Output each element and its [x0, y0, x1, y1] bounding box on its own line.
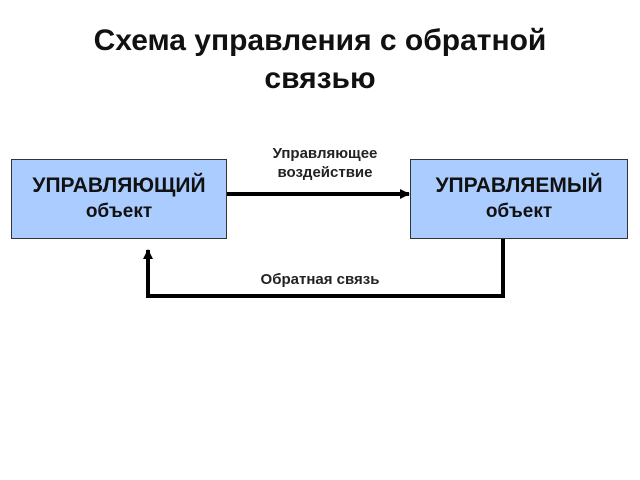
controlled-box: УПРАВЛЯЕМЫЙ объект — [410, 159, 628, 239]
page-title: Схема управления с обратной связью — [0, 22, 640, 98]
control-action-label: Управляющее воздействие — [240, 144, 410, 182]
control-action-label-1: Управляющее — [272, 145, 378, 162]
title-line-2: связью — [264, 62, 376, 95]
controller-box: УПРАВЛЯЮЩИЙ объект — [11, 159, 227, 239]
feedback-arrow — [143, 239, 505, 298]
controlled-box-label-2: объект — [485, 201, 553, 222]
title-line-1: Схема управления с обратной — [93, 24, 547, 57]
control-action-label-2: воздействие — [277, 164, 373, 181]
feedback-label: Обратная связь — [260, 271, 380, 288]
controlled-box-label-1: УПРАВЛЯЕМЫЙ — [435, 174, 603, 197]
controller-box-label-2: объект — [85, 201, 153, 222]
controller-box-label-1: УПРАВЛЯЮЩИЙ — [32, 174, 206, 197]
